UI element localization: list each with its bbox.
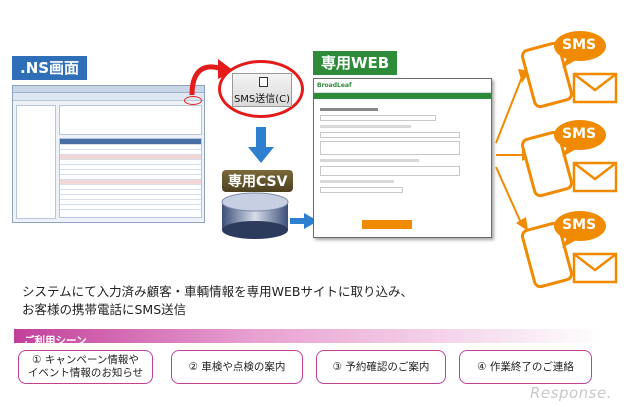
sms-button-highlight xyxy=(184,96,202,105)
sms-badge-3: SMS xyxy=(562,217,597,233)
description-line-1: システムにて入力済み顧客・車輌情報を専用WEBサイトに取り込み、 xyxy=(22,284,413,299)
scene-item-1-line-1: ① キャンペーン情報や xyxy=(32,354,139,366)
smartphone-icon xyxy=(520,31,618,109)
web-screen-mockup: BroadLeaf xyxy=(313,78,492,238)
scene-item-4: ④ 作業終了のご連絡 xyxy=(459,350,592,384)
scene-item-3: ③ 予約確認のご案内 xyxy=(316,350,446,384)
phone-sms-1: SMS xyxy=(520,28,630,110)
description-line-2: お客様の携帯電話にSMS送信 xyxy=(22,302,187,317)
web-screen-label: 専用WEB xyxy=(313,51,398,75)
sms-badge-2: SMS xyxy=(562,126,597,142)
usage-scenes-header: ご利用シーン xyxy=(14,329,604,347)
down-arrow xyxy=(248,127,274,163)
web-submit-button[interactable] xyxy=(362,220,412,229)
csv-label: 専用CSV xyxy=(222,170,294,192)
web-brand-logo: BroadLeaf xyxy=(314,79,491,93)
scene-item-2: ② 車検や点検の案内 xyxy=(171,350,303,384)
sms-send-button[interactable]: SMS送信(C) xyxy=(232,73,292,107)
scene-item-2-text: ② 車検や点検の案内 xyxy=(188,360,286,373)
smartphone-icon xyxy=(520,120,618,198)
smartphone-icon xyxy=(520,211,618,289)
ns-screen-mockup xyxy=(12,85,205,223)
document-icon xyxy=(259,77,268,87)
usage-scenes-title: ご利用シーン xyxy=(24,335,87,347)
sms-send-button-label: SMS送信(C) xyxy=(233,94,291,105)
phone-sms-3: SMS xyxy=(520,208,630,290)
ns-screen-label: .NS画面 xyxy=(12,56,88,80)
scene-item-3-text: ③ 予約確認のご案内 xyxy=(332,360,430,373)
sms-send-callout: SMS送信(C) xyxy=(218,60,304,118)
scene-item-4-text: ④ 作業終了のご連絡 xyxy=(477,360,574,373)
response-watermark: Response. xyxy=(530,384,612,402)
red-curved-arrow xyxy=(189,59,234,96)
scene-item-1-line-2: イベント情報のお知らせ xyxy=(27,367,144,379)
description-text: システムにて入力済み顧客・車輌情報を専用WEBサイトに取り込み、 お客様の携帯電… xyxy=(22,283,413,319)
sms-badge-1: SMS xyxy=(562,37,597,53)
scene-item-1: ① キャンペーン情報や イベント情報のお知らせ xyxy=(18,350,153,384)
right-arrow xyxy=(290,213,318,229)
database-icon xyxy=(221,192,289,239)
phone-sms-2: SMS xyxy=(520,117,630,199)
